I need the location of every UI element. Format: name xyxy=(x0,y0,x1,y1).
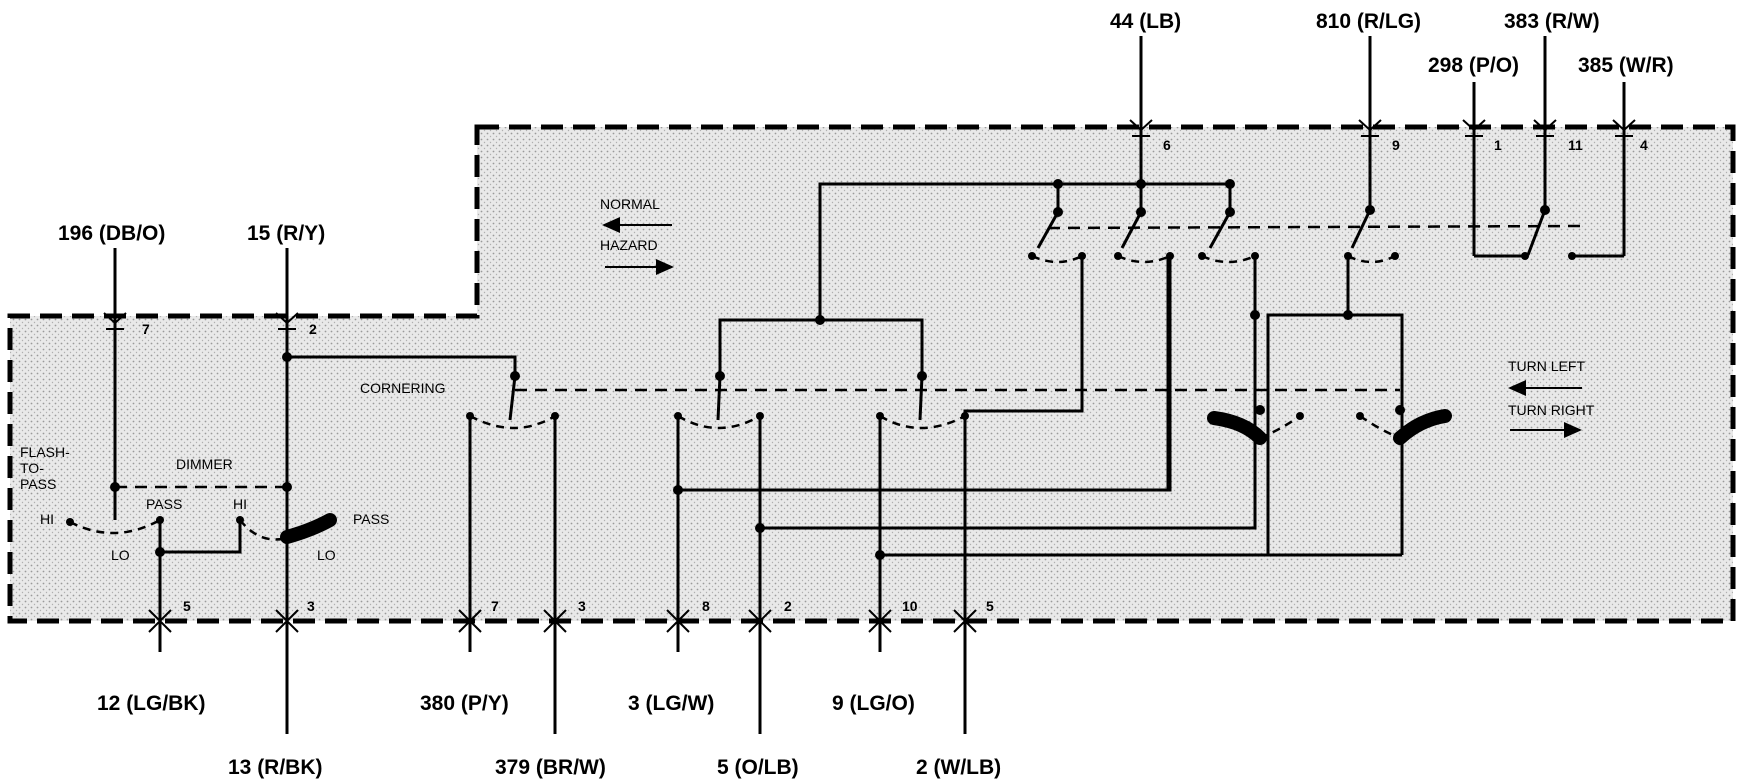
label-turn-left: TURN LEFT xyxy=(1508,358,1585,374)
pin-num-383: 11 xyxy=(1568,137,1583,153)
pin-marker-810 xyxy=(1358,119,1382,137)
label-hazard: HAZARD xyxy=(600,237,658,253)
wire-label-9: 9 (LG/O) xyxy=(832,692,915,715)
hazard-linkage xyxy=(1047,224,1581,230)
label-pass-right: PASS xyxy=(353,511,389,527)
label-normal: NORMAL xyxy=(600,196,660,212)
label-lo-left: LO xyxy=(111,547,130,563)
pin-marker-298 xyxy=(1462,119,1486,137)
pin-num-2: 5 xyxy=(986,598,994,614)
label-hi-left: HI xyxy=(40,511,54,527)
wire-label-12: 12 (LG/BK) xyxy=(97,692,206,715)
pin-num-298: 1 xyxy=(1494,137,1502,153)
label-dimmer: DIMMER xyxy=(176,456,233,472)
wire-label-44: 44 (LB) xyxy=(1110,10,1181,33)
pin-num-13: 3 xyxy=(307,598,315,614)
wire-label-13: 13 (R/BK) xyxy=(228,756,323,779)
wire-label-810: 810 (R/LG) xyxy=(1316,10,1421,33)
wire-label-2: 2 (W/LB) xyxy=(916,756,1001,779)
housing-border xyxy=(7,124,1736,624)
pin-num-379: 3 xyxy=(578,598,586,614)
pin-marker-385 xyxy=(1612,119,1636,137)
pin-num-196: 7 xyxy=(142,321,150,337)
pin-num-380: 7 xyxy=(491,598,499,614)
label-flash-3: PASS xyxy=(20,476,56,492)
label-turn-right: TURN RIGHT xyxy=(1508,402,1595,418)
wire-label-298: 298 (P/O) xyxy=(1428,54,1519,77)
switch-housing xyxy=(10,127,1733,621)
label-flash-1: FLASH- xyxy=(20,444,70,460)
pin-num-12: 5 xyxy=(183,598,191,614)
pin-num-810: 9 xyxy=(1392,137,1400,153)
wire-label-385: 385 (W/R) xyxy=(1578,54,1674,77)
label-flash-2: TO- xyxy=(20,460,44,476)
pin-num-15: 2 xyxy=(309,321,317,337)
wire-label-5: 5 (O/LB) xyxy=(717,756,799,779)
wire-label-379: 379 (BR/W) xyxy=(495,756,606,779)
pin-num-3: 8 xyxy=(702,598,710,614)
wire-label-380: 380 (P/Y) xyxy=(420,692,509,715)
pin-num-44: 6 xyxy=(1163,137,1171,153)
wire-label-15: 15 (R/Y) xyxy=(247,222,325,245)
wire-label-3: 3 (LG/W) xyxy=(628,692,714,715)
pin-marker-383 xyxy=(1533,119,1557,137)
hazard-bus xyxy=(818,182,1232,320)
label-pass-mid: PASS xyxy=(146,496,182,512)
label-hi-right: HI xyxy=(233,496,247,512)
label-cornering: CORNERING xyxy=(360,380,446,396)
wire-label-196: 196 (DB/O) xyxy=(58,222,165,245)
wire-label-383: 383 (R/W) xyxy=(1504,10,1600,33)
pin-num-9: 10 xyxy=(902,598,918,614)
label-lo-right: LO xyxy=(317,547,336,563)
pin-marker-44 xyxy=(1129,119,1153,137)
pin-num-5: 2 xyxy=(784,598,792,614)
pin-num-385: 4 xyxy=(1640,137,1648,153)
